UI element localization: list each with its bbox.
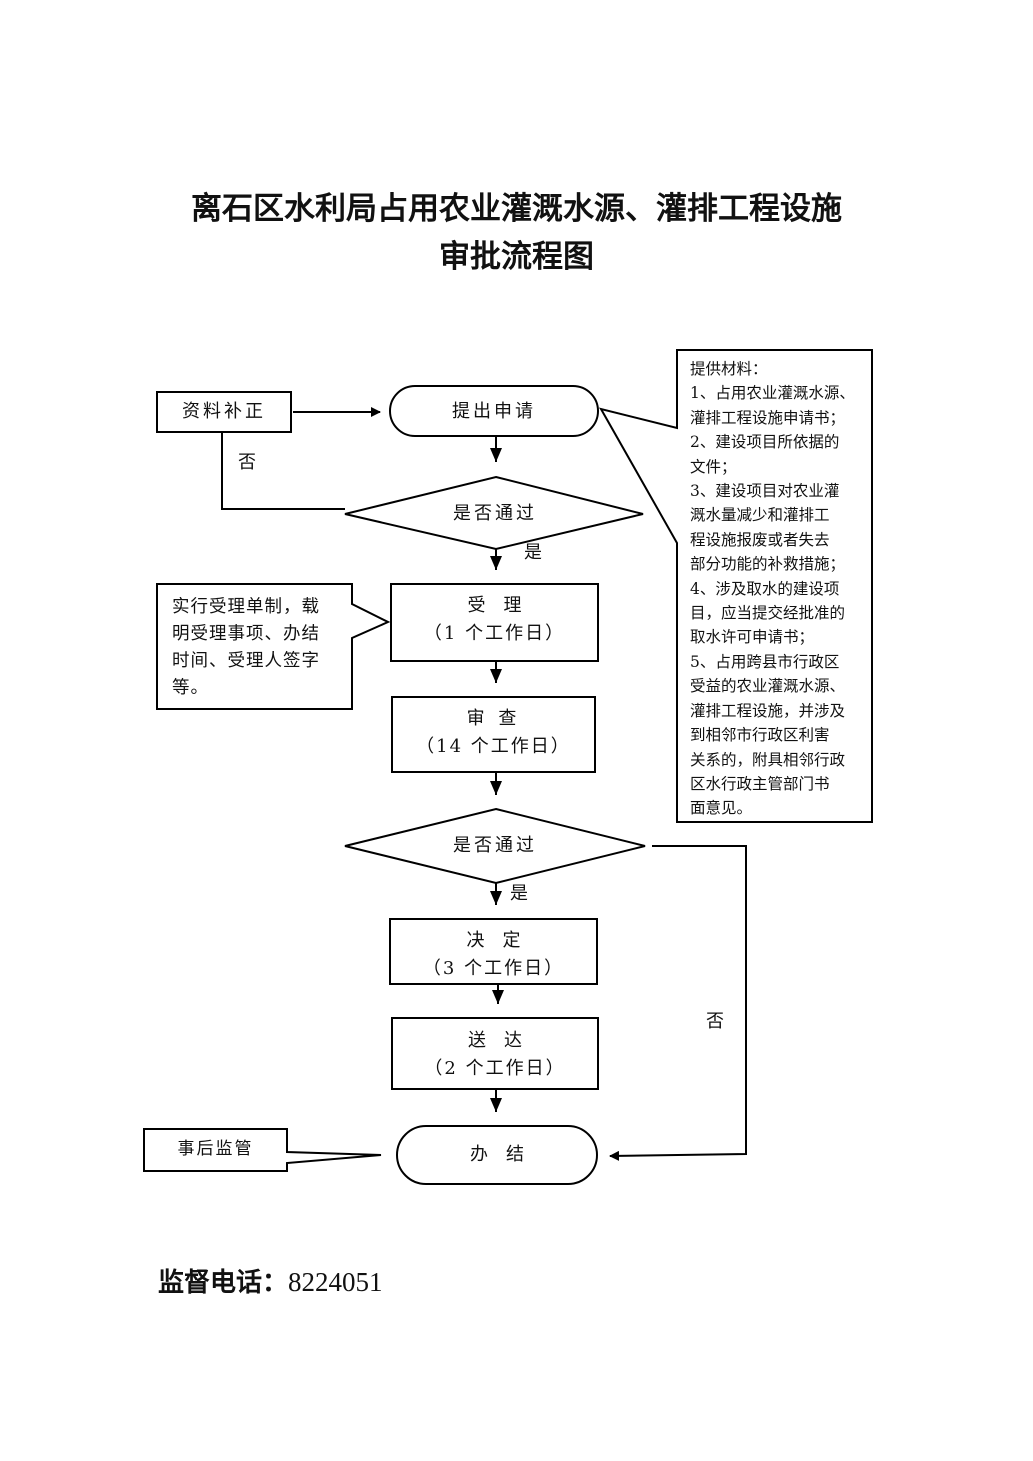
supervision-phone: 监督电话：8224051 [158, 1262, 383, 1299]
apply-label: 提出申请 [452, 401, 536, 422]
check1-no-line [221, 432, 345, 510]
accept-name: 受 理 [467, 595, 522, 616]
supervision-note: 事后监管 [177, 1139, 254, 1159]
phone-label: 监督电话： [158, 1268, 289, 1298]
decide-days: （3 个工作日） [422, 958, 565, 979]
decide-name: 决 定 [466, 930, 521, 951]
acceptance-note: 实行受理单制，载 明受理事项、办结 时间、受理人签字 等。 [172, 597, 320, 698]
finish-label: 办 结 [470, 1144, 524, 1165]
title-line-2: 审批流程图 [439, 239, 594, 275]
deliver-name: 送 达 [468, 1030, 522, 1051]
accept-box [390, 583, 599, 662]
review-box [391, 696, 596, 773]
phone-number: 8224051 [288, 1267, 383, 1297]
deliver-box [391, 1017, 599, 1090]
check2-yes-label: 是 [510, 883, 528, 904]
review-days: （14 个工作日） [416, 736, 571, 757]
check1-no-label: 否 [238, 452, 256, 473]
finish-terminal [396, 1125, 598, 1185]
materials-note: 提供材料： 1、占用农业灌溉水源、 灌排工程设施申请书； 2、建设项目所依据的 … [690, 360, 855, 818]
acceptance-callout [156, 583, 391, 710]
deliver-days: （2 个工作日） [424, 1058, 566, 1079]
check1-yes-label: 是 [524, 542, 542, 563]
title-line-1: 离石区水利局占用农业灌溉水源、灌排工程设施 [191, 191, 842, 227]
supervision-callout [143, 1128, 382, 1172]
supplement-box [156, 391, 292, 433]
supplement-label: 资料补正 [182, 401, 266, 422]
decide-box [389, 918, 598, 985]
apply-terminal [389, 385, 599, 437]
review-name: 审 查 [466, 708, 521, 729]
materials-callout [598, 349, 873, 823]
check1-label: 是否通过 [453, 503, 537, 524]
check2-no-label: 否 [706, 1011, 724, 1032]
check2-no-line [609, 845, 747, 1161]
check2-label: 是否通过 [453, 835, 537, 856]
accept-days: （1 个工作日） [423, 623, 566, 644]
